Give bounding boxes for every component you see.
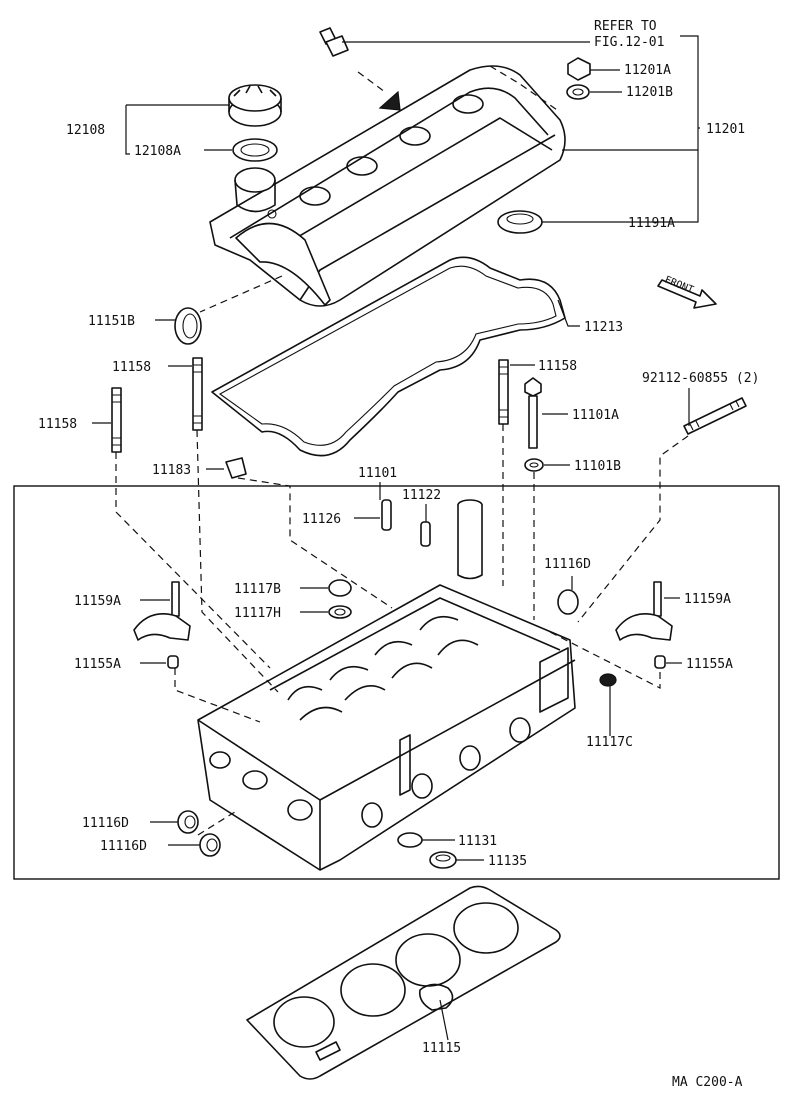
front-arrow-icon: FRONT [657, 275, 717, 309]
label-11116D-lower2: 11116D [100, 839, 147, 854]
plug-11183 [225, 457, 247, 479]
plug-11117B [328, 579, 352, 597]
reference-note-line2: FIG.12-01 [594, 35, 664, 50]
label-11122: 11122 [402, 488, 441, 503]
pin-11122 [420, 521, 431, 547]
plug-11131 [397, 832, 423, 848]
label-11159A-right: 11159A [684, 592, 731, 607]
half-moon-seal [174, 307, 202, 345]
label-11158-right: 11158 [538, 359, 577, 374]
label-11183: 11183 [152, 463, 191, 478]
label-11201: 11201 [706, 122, 745, 137]
label-11116D-lower1: 11116D [82, 816, 129, 831]
label-11158-left-lower: 11158 [38, 417, 77, 432]
label-11201B: 11201B [626, 85, 673, 100]
cylinder-head-gasket [246, 885, 561, 1080]
label-11155A-left: 11155A [74, 657, 121, 672]
label-11151B: 11151B [88, 314, 135, 329]
gasket-11117H [328, 605, 352, 619]
label-11213: 11213 [584, 320, 623, 335]
oil-filler-gasket [232, 138, 278, 162]
plug-tube-seal [497, 210, 543, 234]
oil-filler-cap [228, 84, 282, 127]
bolt-11101A [524, 377, 542, 449]
cylinder-head-cover [209, 65, 566, 307]
label-12108A: 12108A [134, 144, 181, 159]
stud-bolt-right [498, 359, 509, 425]
label-11201A: 11201A [624, 63, 671, 78]
label-11117H: 11117H [234, 606, 281, 621]
label-11116D-top: 11116D [544, 557, 591, 572]
label-11159A-left: 11159A [74, 594, 121, 609]
label-11101: 11101 [358, 466, 397, 481]
label-11191A: 11191A [628, 216, 675, 231]
label-92112: 92112-60855 (2) [642, 371, 759, 386]
alignment-lines [115, 65, 689, 836]
footer-code: MA C200-A [672, 1075, 743, 1090]
label-11158-left-upper: 11158 [112, 360, 151, 375]
vent-plug [319, 27, 349, 57]
seal-ring-lower-1 [177, 810, 199, 834]
reference-note-line1: REFER TO [594, 19, 657, 34]
label-11131: 11131 [458, 834, 497, 849]
plug-11117C [599, 673, 617, 687]
cylinder-head-body [197, 584, 576, 871]
label-11115: 11115 [422, 1041, 461, 1056]
label-11155A-right: 11155A [686, 657, 733, 672]
plug-tube [457, 499, 483, 580]
label-11126: 11126 [302, 512, 341, 527]
label-11101A: 11101A [572, 408, 619, 423]
leader-lines [92, 35, 700, 1041]
stud-bolt-left-upper [192, 357, 203, 431]
stud-bolt-left-lower [111, 387, 122, 453]
washer-11101B [524, 458, 544, 472]
bearing-cap-right [615, 581, 673, 669]
part-labels: REFER TO FIG.12-01 11201A 11201B 11201 1… [38, 19, 759, 1090]
cylinder-head-sub-assy-frame [13, 485, 780, 880]
dowel-11126 [381, 499, 392, 531]
stud-92112 [683, 397, 747, 435]
cover-nut [567, 57, 591, 81]
head-cover-gasket [211, 256, 566, 457]
seal-ring-top [557, 589, 579, 615]
label-11101B: 11101B [574, 459, 621, 474]
label-11117C: 11117C [586, 735, 633, 750]
seal-ring-lower-2 [199, 833, 221, 857]
label-11117B: 11117B [234, 582, 281, 597]
label-12108: 12108 [66, 123, 105, 138]
plug-11135 [429, 851, 457, 869]
bearing-cap-left [133, 581, 191, 669]
cover-grommet [566, 84, 590, 100]
label-11135: 11135 [488, 854, 527, 869]
